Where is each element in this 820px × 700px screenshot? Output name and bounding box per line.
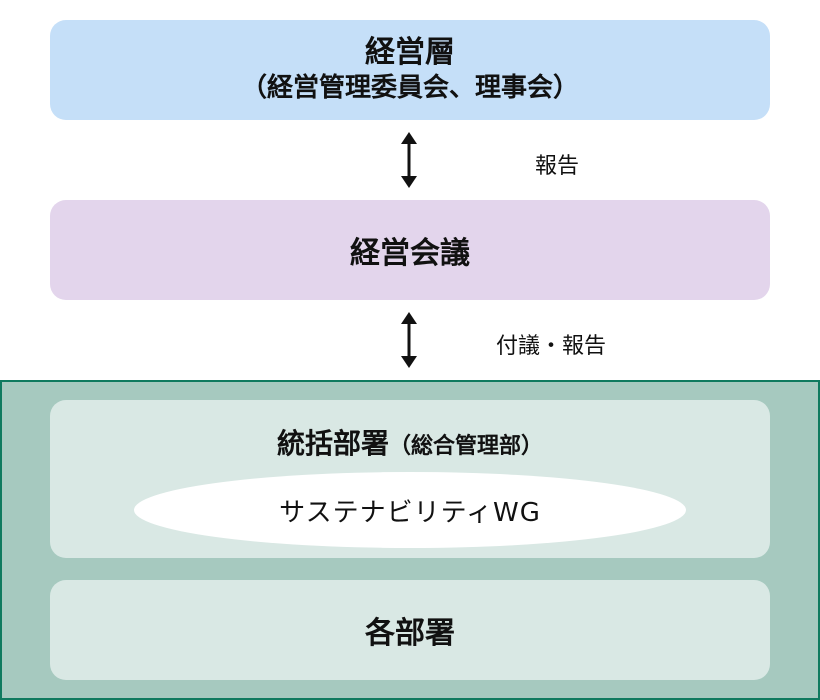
departments-box: 各部署 [50, 580, 770, 680]
management-box: 経営層 （経営管理委員会、理事会） [50, 20, 770, 120]
coordinating-dept-paren: （総合管理部） [389, 434, 544, 459]
departments-title: 各部署 [365, 616, 455, 651]
sustainability-wg-ellipse: サステナビリティWG [134, 472, 686, 548]
arrow-label-proposal-report: 付議・報告 [496, 334, 607, 359]
management-title: 経営層 [365, 35, 455, 70]
management-subtitle: （経営管理委員会、理事会） [240, 73, 579, 103]
coordinating-dept-title: 統括部署（総合管理部） [277, 422, 543, 462]
sustainability-wg-label: サステナビリティWG [279, 497, 541, 528]
meeting-title: 経営会議 [350, 236, 470, 271]
arrow-label-report: 報告 [535, 154, 580, 179]
double-arrow-icon [401, 312, 417, 368]
double-arrow-icon [401, 132, 417, 188]
meeting-box: 経営会議 [50, 200, 770, 300]
coordinating-dept-name: 統括部署 [276, 427, 389, 460]
